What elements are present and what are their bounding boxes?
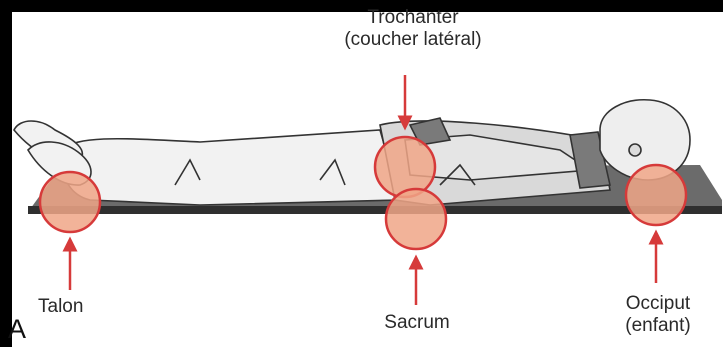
pressure-zone-sacrum (386, 189, 446, 249)
label-trochanter-line1: Trochanter (318, 7, 508, 29)
label-occiput-line2: (enfant) (605, 315, 711, 337)
label-occiput: Occiput (enfant) (605, 293, 711, 337)
label-talon: Talon (38, 296, 100, 318)
pressure-zone-trochanter (375, 137, 435, 197)
patient-body (14, 100, 690, 205)
pressure-zone-occiput (626, 165, 686, 225)
label-sacrum: Sacrum (372, 312, 462, 334)
label-trochanter: Trochanter (coucher latéral) (318, 7, 508, 51)
pressure-zone-talon (40, 172, 100, 232)
panel-letter: A (8, 314, 26, 344)
label-trochanter-line2: (coucher latéral) (318, 29, 508, 51)
label-occiput-line1: Occiput (605, 293, 711, 315)
